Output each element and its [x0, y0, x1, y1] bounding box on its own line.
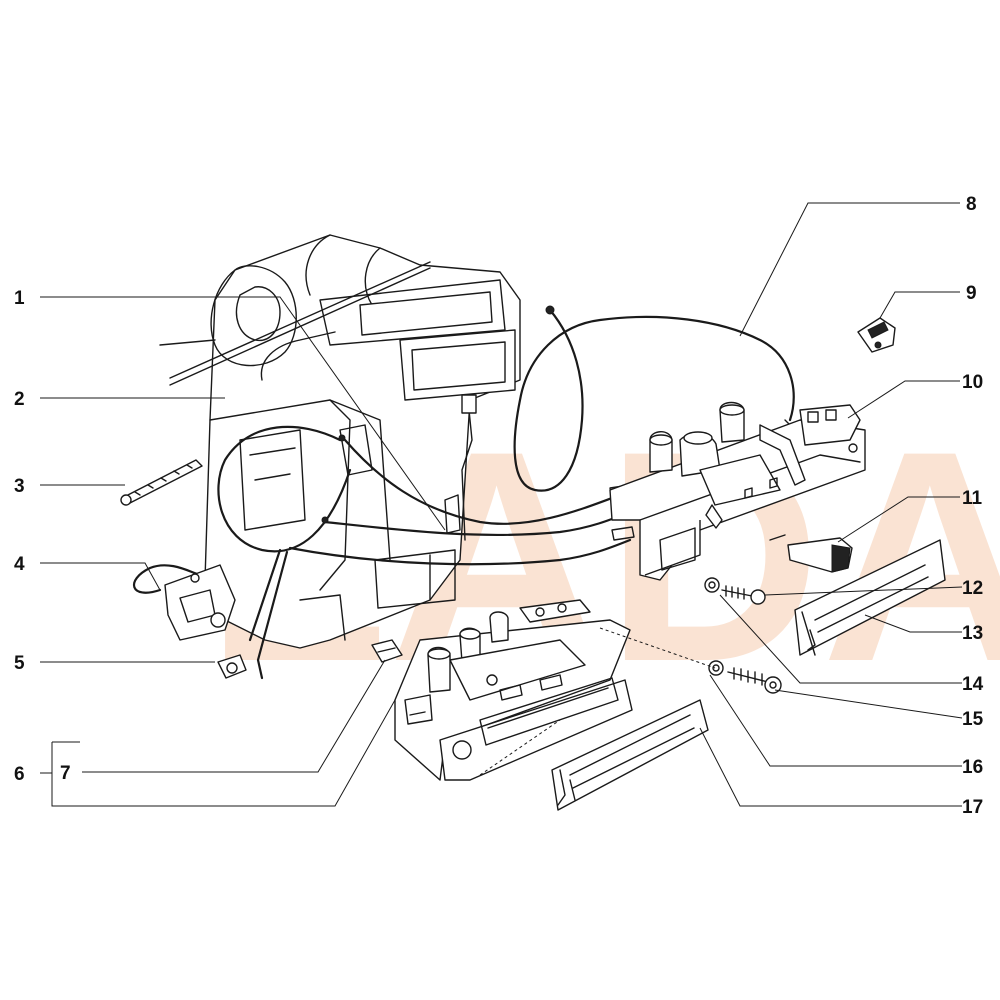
callout-1: 1 — [14, 288, 25, 309]
callout-2: 2 — [14, 389, 25, 410]
heater-control-unit-upper — [609, 401, 866, 581]
screw-and-washer-lower — [708, 660, 782, 694]
lever-knob — [787, 537, 853, 573]
cable-clamp — [217, 654, 247, 679]
callout-15: 15 — [962, 709, 984, 730]
callout-9: 9 — [966, 283, 977, 304]
screw-and-washer-upper — [704, 577, 766, 605]
callout-6: 6 — [14, 764, 25, 785]
callout-labels: 1 2 3 4 5 6 7 8 9 10 11 12 13 14 15 16 1… — [14, 194, 984, 818]
control-cables — [217, 305, 801, 680]
callout-3: 3 — [14, 476, 25, 497]
callout-12: 12 — [962, 578, 983, 599]
callout-16: 16 — [962, 757, 983, 778]
leader-lines — [40, 202, 963, 807]
trim-panel-upper — [794, 539, 946, 656]
callout-17: 17 — [962, 797, 983, 818]
heater-control-unit-lower — [394, 599, 633, 781]
callout-4: 4 — [14, 554, 25, 575]
callout-11: 11 — [962, 488, 983, 509]
trim-panel-lower — [551, 699, 709, 811]
callout-14: 14 — [962, 674, 984, 695]
flap-lever — [132, 564, 236, 641]
callout-5: 5 — [14, 653, 25, 674]
clip-fastener — [857, 317, 896, 353]
heater-housing — [159, 234, 521, 649]
callout-8: 8 — [966, 194, 977, 215]
callout-7: 7 — [60, 763, 71, 784]
cable-tie — [120, 459, 203, 506]
retaining-clip — [371, 639, 403, 663]
callout-10: 10 — [962, 372, 983, 393]
callout-13: 13 — [962, 623, 983, 644]
